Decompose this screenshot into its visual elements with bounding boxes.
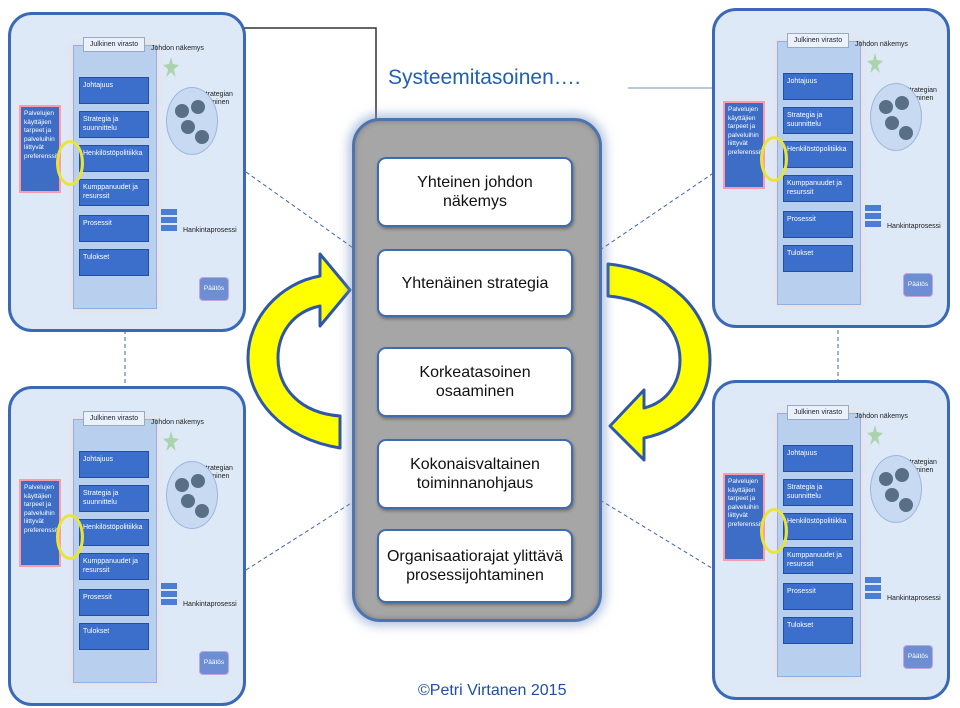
box-hr: Henkilöstöpolitiikka xyxy=(783,513,853,540)
box-partnerships: Kumppanuudet ja resurssit xyxy=(79,553,149,580)
user-needs-box: Palvelujen käyttäjien tarpeet ja palvelu… xyxy=(723,473,765,561)
item-unified-strategy: Yhtenäinen strategia xyxy=(377,249,573,317)
box-partnerships: Kumppanuudet ja resurssit xyxy=(783,175,853,202)
model-panel-top-left: Julkinen virasto Johdon näkemys Johtajuu… xyxy=(8,12,246,332)
box-partnerships: Kumppanuudet ja resurssit xyxy=(783,547,853,574)
procurement-label: Hankintaprosessi xyxy=(183,601,237,608)
box-leadership: Johtajuus xyxy=(79,451,149,478)
cycle-ring-icon xyxy=(760,136,788,182)
user-needs-box: Palvelujen käyttäjien tarpeet ja palvelu… xyxy=(19,105,61,193)
box-hr: Henkilöstöpolitiikka xyxy=(783,141,853,168)
box-processes: Prosessit xyxy=(79,589,149,616)
page-title: Systeemitasoinen…. xyxy=(388,66,581,89)
cycle-ring-icon xyxy=(56,514,84,560)
item-shared-vision: Yhteinen johdon näkemys xyxy=(377,157,573,227)
vision-label: Johdon näkemys xyxy=(855,41,908,48)
user-needs-box: Palvelujen käyttäjien tarpeet ja palvelu… xyxy=(19,479,61,567)
box-strategy: Strategia ja suunnittelu xyxy=(79,485,149,512)
box-strategy: Strategia ja suunnittelu xyxy=(783,479,853,506)
vision-label: Johdon näkemys xyxy=(151,419,204,426)
model-panel-bottom-left: Julkinen virasto Johdon näkemys Johtajuu… xyxy=(8,386,246,706)
box-strategy: Strategia ja suunnittelu xyxy=(783,107,853,134)
org-header: Julkinen virasto xyxy=(787,33,849,48)
left-cycle-arrow xyxy=(246,252,352,450)
procurement-stack-icon xyxy=(161,583,177,607)
copyright-notice: ©Petri Virtanen 2015 xyxy=(418,682,567,699)
central-column: Yhteinen johdon näkemys Yhtenäinen strat… xyxy=(352,118,602,622)
vision-label: Johdon näkemys xyxy=(855,413,908,420)
box-results: Tulokset xyxy=(783,245,853,272)
item-high-competence: Korkeatasoinen osaaminen xyxy=(377,347,573,417)
decision-box: Päätös xyxy=(199,277,229,301)
model-panel-bottom-right: Julkinen virasto Johdon näkemys Johtajuu… xyxy=(712,380,950,700)
cycle-ring-icon xyxy=(760,508,788,554)
star-icon xyxy=(867,53,883,73)
model-panel-top-right: Julkinen virasto Johdon näkemys Johtajuu… xyxy=(712,8,950,328)
strategy-circle xyxy=(166,461,218,529)
item-process-management: Organisaatiorajat ylittävä prosessijohta… xyxy=(377,529,573,603)
user-needs-box: Palvelujen käyttäjien tarpeet ja palvelu… xyxy=(723,101,765,189)
org-header: Julkinen virasto xyxy=(787,405,849,420)
star-icon xyxy=(163,57,179,77)
box-partnerships: Kumppanuudet ja resurssit xyxy=(79,179,149,206)
decision-box: Päätös xyxy=(903,273,933,297)
box-hr: Henkilöstöpolitiikka xyxy=(79,519,149,546)
procurement-label: Hankintaprosessi xyxy=(887,595,941,602)
box-leadership: Johtajuus xyxy=(783,73,853,100)
box-processes: Prosessit xyxy=(783,211,853,238)
strategy-label: Strategian luominen xyxy=(905,459,937,474)
box-processes: Prosessit xyxy=(783,583,853,610)
box-strategy: Strategia ja suunnittelu xyxy=(79,111,149,138)
box-processes: Prosessit xyxy=(79,215,149,242)
procurement-stack-icon xyxy=(865,577,881,601)
right-cycle-arrow xyxy=(606,262,712,462)
org-header: Julkinen virasto xyxy=(83,37,145,52)
star-icon xyxy=(867,425,883,445)
box-results: Tulokset xyxy=(79,249,149,276)
box-results: Tulokset xyxy=(79,623,149,650)
box-leadership: Johtajuus xyxy=(79,77,149,104)
item-holistic-steering: Kokonaisvaltainen toiminnanohjaus xyxy=(377,439,573,509)
procurement-stack-icon xyxy=(865,205,881,229)
decision-box: Päätös xyxy=(199,651,229,675)
vision-label: Johdon näkemys xyxy=(151,45,204,52)
box-results: Tulokset xyxy=(783,617,853,644)
procurement-stack-icon xyxy=(161,209,177,233)
star-icon xyxy=(163,431,179,451)
strategy-circle xyxy=(166,87,218,155)
strategy-circle xyxy=(870,455,922,523)
procurement-label: Hankintaprosessi xyxy=(887,223,941,230)
box-hr: Henkilöstöpolitiikka xyxy=(79,145,149,172)
org-header: Julkinen virasto xyxy=(83,411,145,426)
strategy-label: Strategian luominen xyxy=(905,87,937,102)
decision-box: Päätös xyxy=(903,645,933,669)
strategy-circle xyxy=(870,83,922,151)
procurement-label: Hankintaprosessi xyxy=(183,227,237,234)
box-leadership: Johtajuus xyxy=(783,445,853,472)
strategy-label: Strategian luominen xyxy=(201,465,233,480)
strategy-label: Strategian luominen xyxy=(201,91,233,106)
cycle-ring-icon xyxy=(56,140,84,186)
